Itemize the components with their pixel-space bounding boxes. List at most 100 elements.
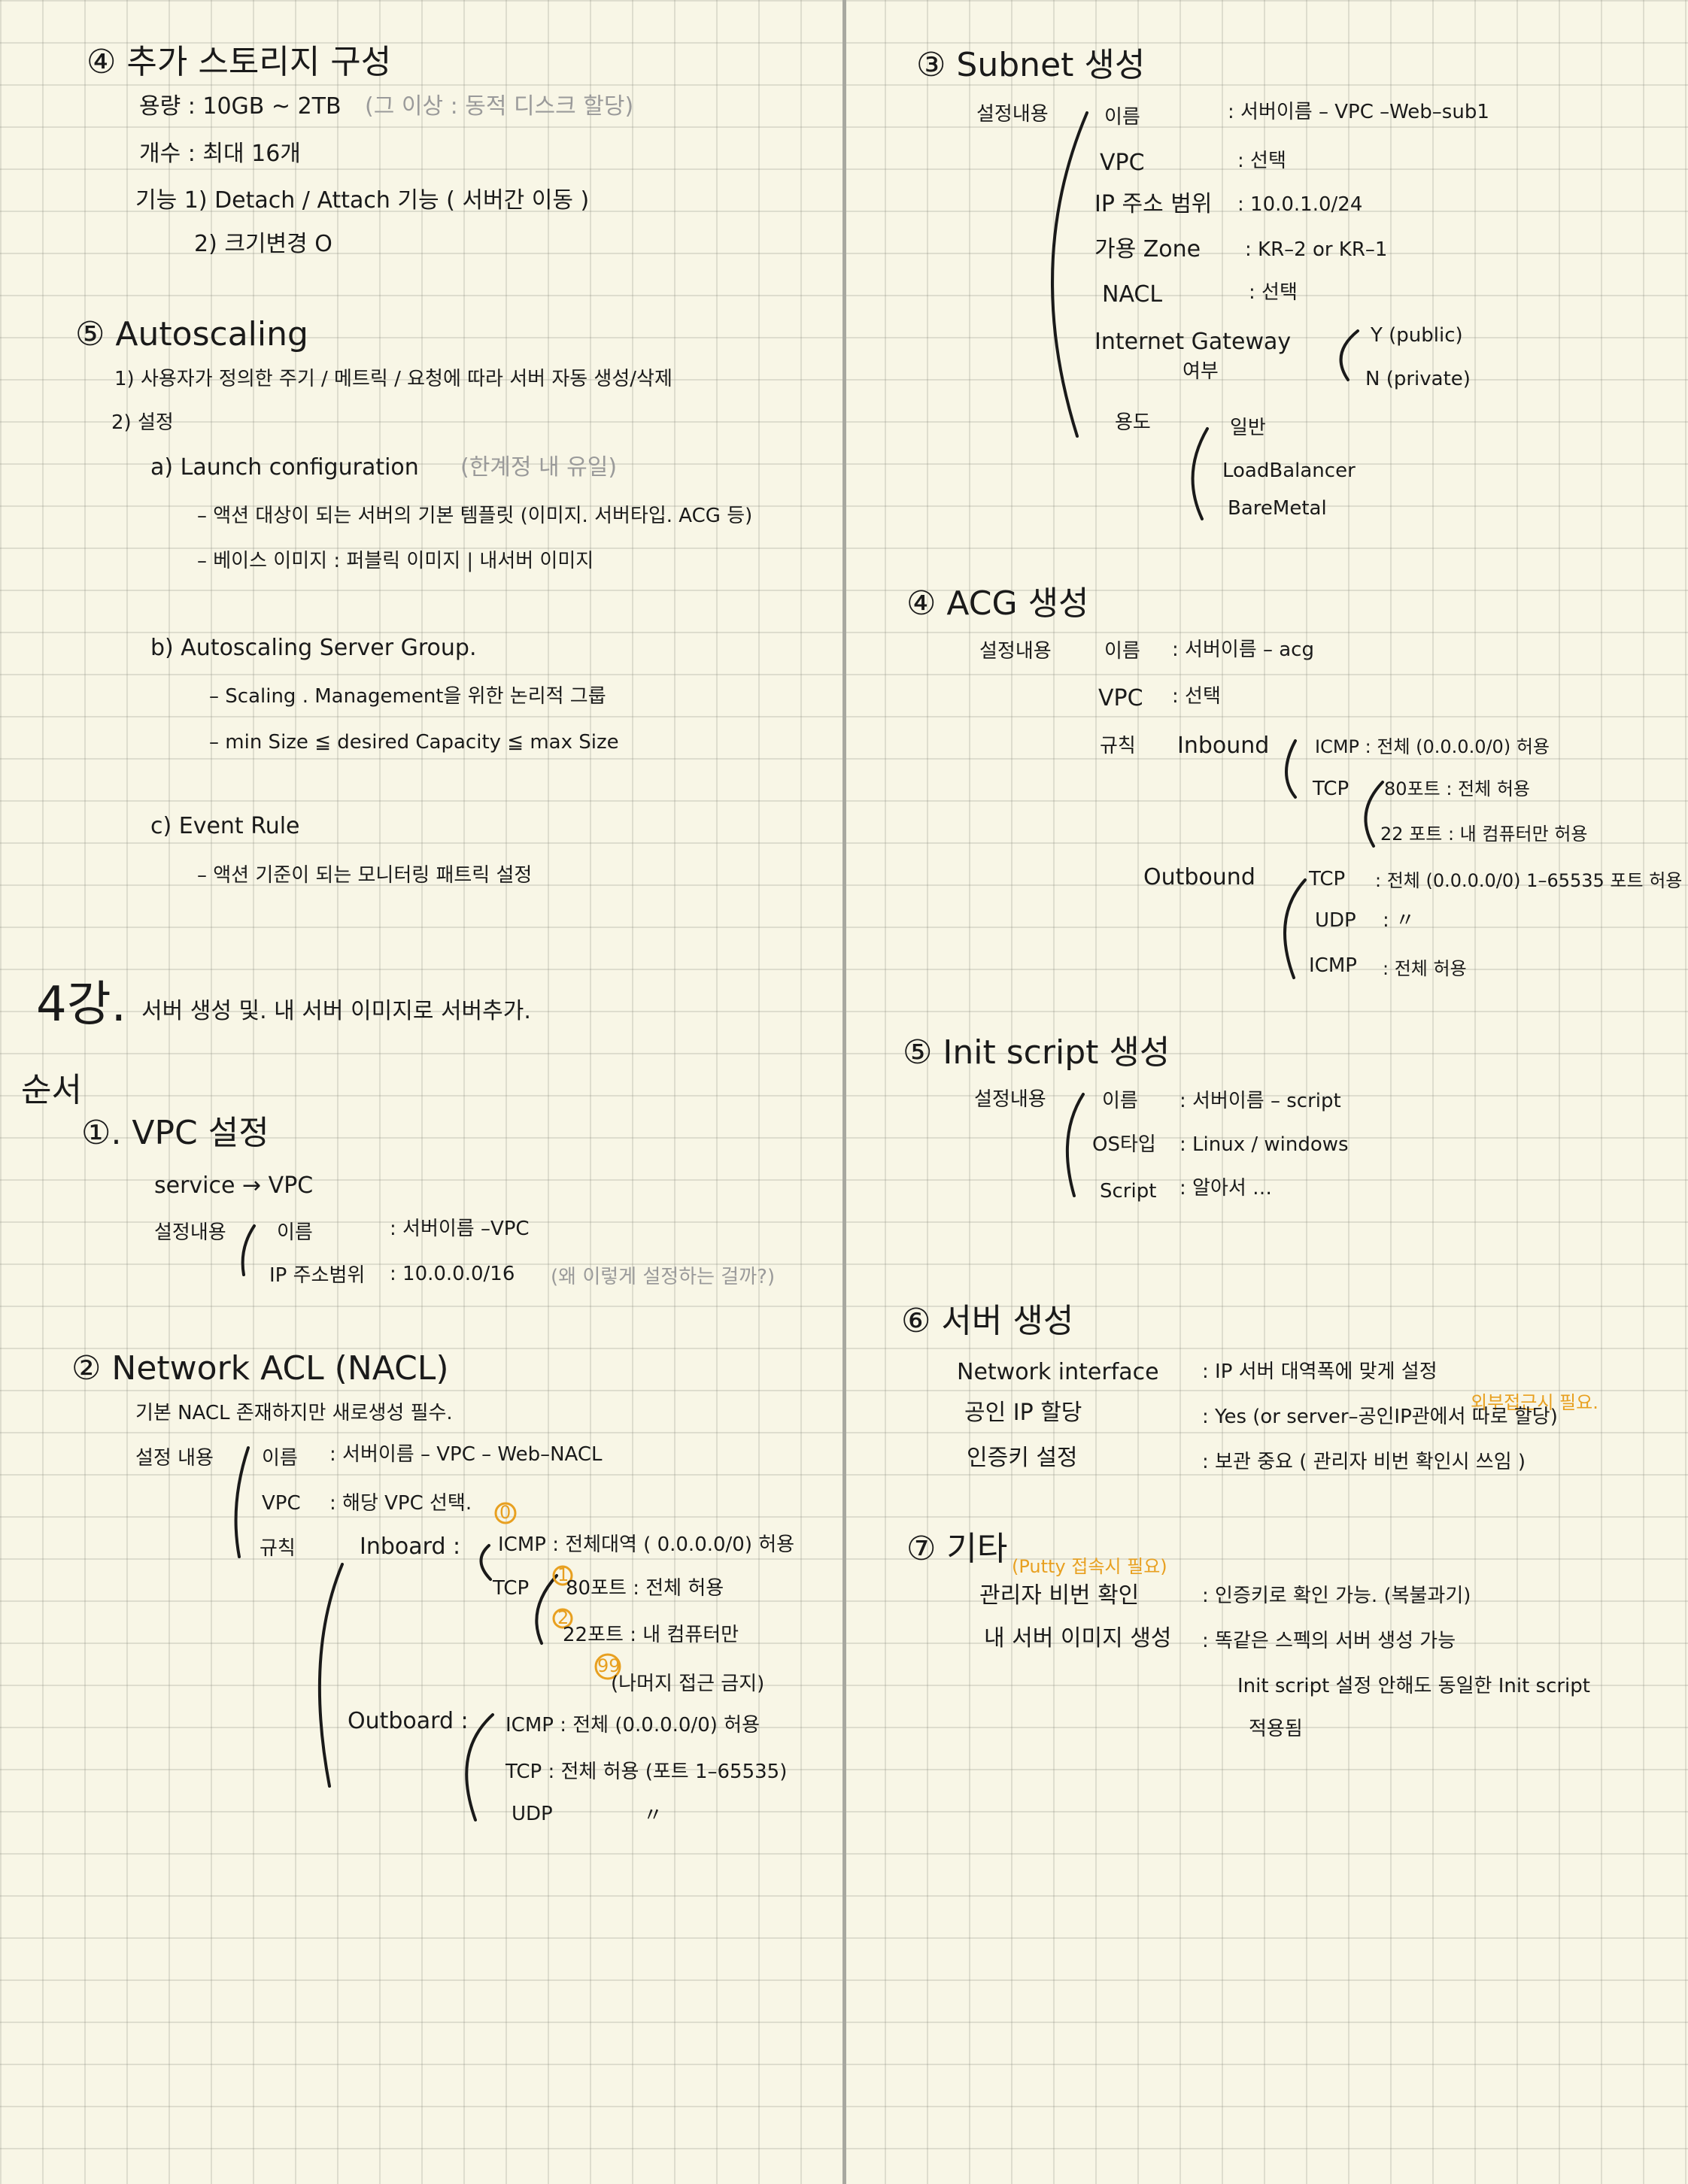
section-title: ⑥ 서버 생성 <box>901 1302 1074 1340</box>
label: 규칙 <box>260 1537 296 1560</box>
value: : 전체 (0.0.0.0/0) 1–65535 포트 허용 <box>1375 870 1683 891</box>
label: IP 주소 범위 <box>1094 191 1213 217</box>
value: Init script 설정 안해도 동일한 Init script <box>1237 1675 1590 1697</box>
value: : 10.0.0.0/16 <box>390 1263 515 1285</box>
text-line: – 액션 기준이 되는 모니터링 패트릭 설정 <box>197 864 533 887</box>
value: ICMP : 전체대역 ( 0.0.0.0/0) 허용 <box>498 1533 795 1556</box>
value: : KR–2 or KR–1 <box>1245 238 1388 261</box>
label: Internet Gateway <box>1094 329 1292 355</box>
value: TCP : 전체 허용 (포트 1–65535) <box>505 1761 788 1783</box>
text-line: 2) 설정 <box>111 411 174 434</box>
value: : 해당 VPC 선택. <box>329 1492 472 1515</box>
value: : 알아서 … <box>1179 1177 1273 1200</box>
label: 이름 <box>262 1447 298 1470</box>
label: TCP <box>1309 868 1346 890</box>
label: 가용 Zone <box>1094 236 1201 262</box>
label: TCP <box>1313 778 1349 800</box>
value: : IP 서버 대역폭에 맞게 설정 <box>1202 1360 1438 1383</box>
label: 여부 <box>1183 360 1219 383</box>
value: : 10.0.1.0/24 <box>1237 193 1363 216</box>
value: : 선택 <box>1172 685 1221 708</box>
orange-mark: 99 <box>597 1655 621 1676</box>
value: : 인증키로 확인 가능. (복불과기) <box>1202 1585 1471 1607</box>
value: (나머지 접근 금지) <box>611 1673 765 1695</box>
subsection-title: c) Event Rule <box>150 813 300 839</box>
text-line: 개수 : 최대 16개 <box>139 141 301 167</box>
label: 이름 <box>1102 1090 1138 1112</box>
value: 〃 <box>643 1804 663 1827</box>
orange-note: 외부접근시 필요. <box>1471 1392 1598 1413</box>
label: 설정 내용 <box>135 1447 214 1470</box>
label: 관리자 비번 확인 <box>979 1582 1140 1609</box>
value: : 서버이름 –VPC <box>390 1218 530 1240</box>
label: 규칙 <box>1100 735 1136 757</box>
label: 용도 <box>1115 411 1151 434</box>
value: : 서버이름 – acg <box>1172 639 1314 661</box>
subsection-title: a) Launch configuration <box>150 454 419 481</box>
page-divider <box>842 0 846 2184</box>
label: VPC <box>1100 150 1145 176</box>
label: 설정내용 <box>154 1221 226 1244</box>
label: 설정내용 <box>974 1088 1046 1111</box>
label: 설정내용 <box>976 103 1049 126</box>
text-line: 용량 : 10GB ~ 2TB <box>139 93 342 120</box>
section-title: ④ ACG 생성 <box>906 584 1089 623</box>
section-title: ⑦ 기타 <box>906 1530 1008 1568</box>
label: UDP <box>512 1803 553 1825</box>
label: TCP <box>493 1577 530 1600</box>
value: Y (public) <box>1371 324 1463 347</box>
section-title: ② Network ACL (NACL) <box>71 1349 449 1388</box>
section-title: ⑤ Autoscaling <box>75 315 308 353</box>
text-line: service → VPC <box>154 1172 314 1199</box>
section-title: ⑤ Init script 생성 <box>903 1033 1170 1072</box>
label: Script <box>1100 1180 1157 1203</box>
section-title: ④ 추가 스토리지 구성 <box>87 43 392 81</box>
value: : 〃 <box>1383 909 1416 932</box>
value: N (private) <box>1365 368 1471 390</box>
value: : 선택 <box>1237 150 1286 172</box>
text-line: 1) 사용자가 정의한 주기 / 메트릭 / 요청에 따라 서버 자동 생성/삭… <box>114 368 672 390</box>
label: 공인 IP 할당 <box>964 1400 1082 1426</box>
value: : 서버이름 – VPC –Web–sub1 <box>1228 101 1489 123</box>
value: : Yes (or server–공인IP관에서 따로 할당) <box>1202 1406 1558 1428</box>
note-text: (한계정 내 유일) <box>460 454 618 481</box>
lecture-number: 4강. <box>36 977 126 1033</box>
value: : Linux / windows <box>1179 1133 1349 1156</box>
section-title: ③ Subnet 생성 <box>916 46 1146 84</box>
lecture-title: 서버 생성 및. 내 서버 이미지로 서버추가. <box>141 998 531 1024</box>
label: VPC <box>1098 685 1143 711</box>
label: Network interface <box>957 1359 1159 1385</box>
label: 이름 <box>1104 106 1140 129</box>
text-line: – Scaling . Management을 위한 논리적 그룹 <box>209 685 606 708</box>
text-line: 기능 1) Detach / Attach 기능 ( 서버간 이동 ) <box>135 187 590 214</box>
label: Inboard : <box>360 1533 461 1560</box>
label: VPC <box>262 1492 301 1515</box>
label: 설정내용 <box>979 640 1052 663</box>
subsection-title: b) Autoscaling Server Group. <box>150 635 477 661</box>
note-text: (왜 이렇게 설정하는 걸까?) <box>551 1266 776 1288</box>
value: 80포트 : 전체 허용 <box>566 1577 724 1600</box>
label: Outbound <box>1143 864 1255 890</box>
value: : 서버이름 – VPC – Web–NACL <box>329 1443 603 1466</box>
text-line: – min Size ≦ desired Capacity ≦ max Size <box>209 731 619 754</box>
value: BareMetal <box>1228 497 1327 520</box>
value: : 선택 <box>1249 281 1298 304</box>
value: : 서버이름 – script <box>1179 1090 1341 1112</box>
value: 22포트 : 내 컴퓨터만 <box>563 1624 739 1646</box>
text-line: – 액션 대상이 되는 서버의 기본 템플릿 (이미지. 서버타입. ACG 등… <box>197 505 753 527</box>
text-line: 2) 크기변경 O <box>194 231 332 257</box>
value: 80포트 : 전체 허용 <box>1384 778 1530 799</box>
value: 적용됨 <box>1249 1718 1303 1740</box>
section-title: ①. VPC 설정 <box>81 1114 269 1152</box>
value: : 보관 중요 ( 관리자 비번 확인시 쓰임 ) <box>1202 1451 1526 1473</box>
value: : 전체 허용 <box>1383 958 1467 979</box>
label: ICMP <box>1309 954 1357 977</box>
label: 이름 <box>1104 640 1140 663</box>
orange-mark: 2 <box>557 1607 569 1628</box>
value: 일반 <box>1230 417 1266 439</box>
text-line: 기본 NACL 존재하지만 새로생성 필수. <box>135 1402 453 1424</box>
label: Outboard : <box>348 1708 469 1734</box>
label: Inbound <box>1177 733 1270 759</box>
value: ICMP : 전체 (0.0.0.0/0) 허용 <box>1315 736 1550 757</box>
value: 22 포트 : 내 컴퓨터만 허용 <box>1380 824 1588 845</box>
